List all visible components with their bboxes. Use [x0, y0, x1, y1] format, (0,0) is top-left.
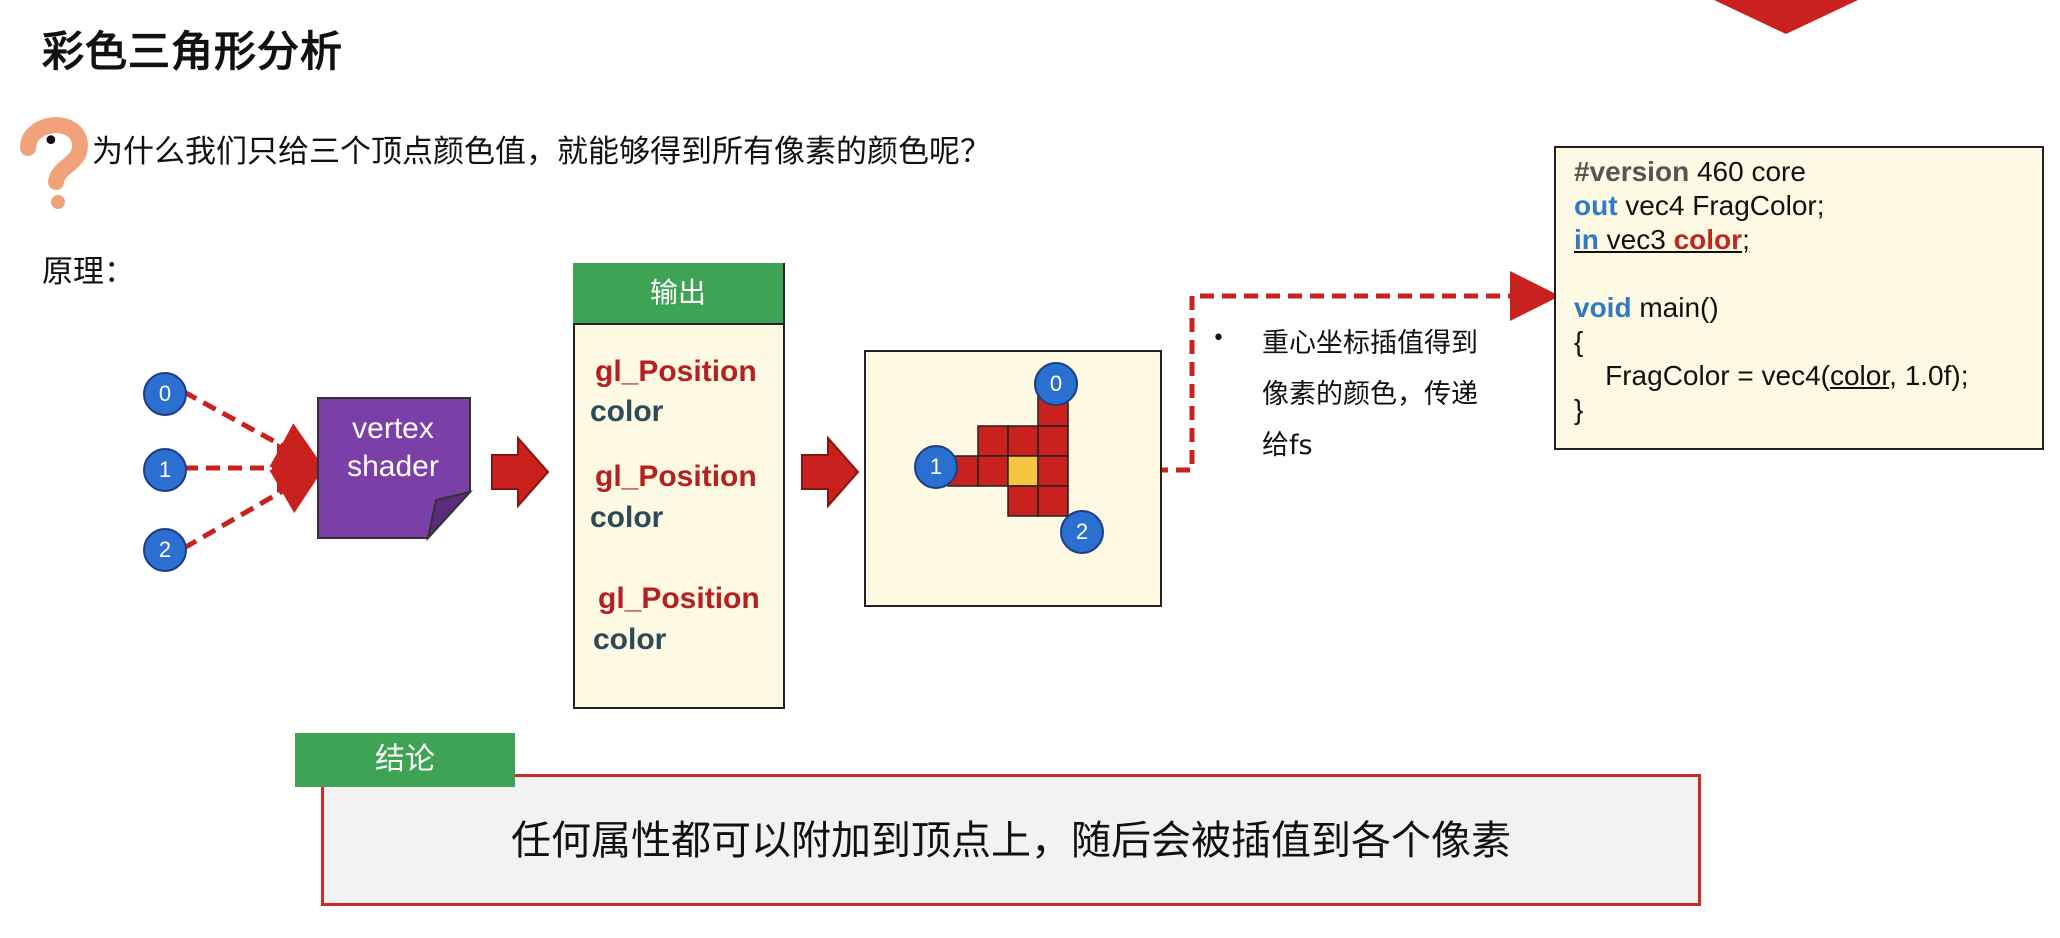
code-l3-end: ; [1742, 224, 1750, 255]
conclusion-text: 任何属性都可以附加到顶点上，随后会被插值到各个像素 [511, 818, 1511, 864]
interp-text: 重心坐标插值得到 像素的颜色，传递 给fs [1262, 318, 1522, 471]
code-line-7: FragColor = vec4(color, 1.0f); [1574, 360, 1969, 392]
conclusion-box [321, 774, 1701, 906]
output-gl-position-1: gl_Position [595, 355, 757, 388]
code-l7-post: , 1.0f); [1889, 360, 1969, 391]
vertex-shader-line1: vertex [352, 412, 434, 445]
code-line-2: out vec4 FragColor; [1574, 190, 1825, 222]
block-arrow-2 [801, 435, 860, 509]
vertex-shader-line2: shader [347, 450, 439, 483]
output-color-3: color [593, 623, 667, 656]
output-color-1: color [590, 395, 664, 428]
interp-line3: 给fs [1262, 430, 1313, 461]
question-bullet: • [42, 124, 60, 159]
interp-line1: 重心坐标插值得到 [1262, 328, 1478, 359]
output-header: 输出 [573, 263, 783, 325]
block-arrow-1 [491, 435, 550, 509]
code-l5-rest: main() [1631, 292, 1719, 323]
principle-label: 原理： [42, 254, 135, 290]
output-color-2: color [590, 501, 664, 534]
vertex-node-0: 0 [143, 372, 187, 416]
code-line-6: { [1574, 326, 1584, 357]
conclusion-tag: 结论 [295, 733, 515, 787]
raster-node-1: 1 [914, 445, 958, 489]
code-l7-pre: FragColor = vec4( [1574, 360, 1830, 391]
code-l2-rest: vec4 FragColor; [1617, 190, 1825, 221]
interp-bullet: • [1212, 326, 1225, 351]
code-kw-out: out [1574, 190, 1618, 221]
code-line-8: } [1574, 394, 1584, 425]
vertex-shader-label: vertex shader [316, 410, 470, 486]
highlight-pixel [1007, 455, 1039, 487]
code-kw-void: void [1574, 292, 1632, 323]
code-line-1: #version 460 core [1574, 156, 1806, 188]
vertex-arrows [182, 389, 327, 551]
code-box: #version 460 core out vec4 FragColor; in… [1554, 146, 2044, 450]
output-gl-position-3: gl_Position [598, 582, 760, 615]
code-kw-in: in [1574, 224, 1599, 255]
code-line-3: in vec3 color; [1574, 224, 1750, 256]
code-l7-var: color [1829, 360, 1890, 391]
code-kw-version: #version [1574, 156, 1690, 187]
question-text: 为什么我们只给三个顶点颜色值，就能够得到所有像素的颜色呢？ [92, 134, 991, 170]
pixel-grid [947, 395, 1069, 517]
vertex-node-2: 2 [143, 528, 187, 572]
code-l1-rest: 460 core [1689, 156, 1806, 187]
corner-decoration [1714, 0, 1858, 34]
question-mark-icon [20, 117, 88, 209]
interp-line2: 像素的颜色，传递 [1262, 379, 1478, 410]
code-l3-mid: vec3 [1598, 224, 1674, 255]
code-var-color: color [1673, 224, 1743, 255]
raster-node-2: 2 [1060, 510, 1104, 554]
page-title: 彩色三角形分析 [42, 27, 344, 76]
raster-node-0: 0 [1034, 362, 1078, 406]
code-line-5: void main() [1574, 292, 1719, 324]
vertex-node-1: 1 [143, 448, 187, 492]
output-gl-position-2: gl_Position [595, 460, 757, 493]
